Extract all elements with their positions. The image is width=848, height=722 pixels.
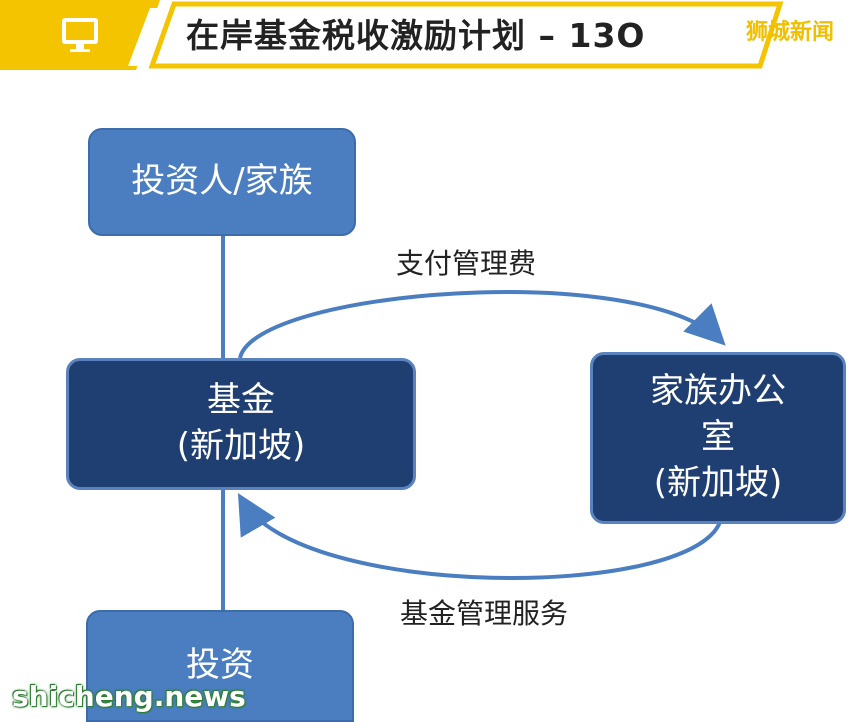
node-investment: 投资: [86, 610, 354, 722]
arrow-fee: [238, 290, 726, 359]
node-office-label-3: (新加坡): [653, 462, 783, 503]
arrow-service: [237, 493, 722, 580]
page-title: 在岸基金税收激励计划 – 13O: [186, 16, 646, 55]
monitor-icon: [62, 18, 98, 52]
banner-shape: [0, 0, 784, 70]
edge-label-service: 基金管理服务: [400, 597, 569, 630]
node-fund-label-2: (新加坡): [176, 426, 306, 466]
node-family-office: 家族办公 室 (新加坡): [590, 352, 846, 524]
title-banner: 在岸基金税收激励计划 – 13O 狮城新闻: [0, 0, 848, 76]
node-office-label-1: 家族办公: [650, 371, 786, 412]
node-fund-label-1: 基金: [207, 380, 275, 421]
node-office-label-2: 室: [701, 417, 735, 458]
node-investor: 投资人/家族: [88, 128, 356, 236]
node-investor-label: 投资人/家族: [131, 161, 313, 202]
edge-label-fee: 支付管理费: [396, 247, 537, 280]
node-fund: 基金 (新加坡): [66, 358, 416, 490]
watermark-bottom: shicheng.news: [12, 680, 246, 713]
watermark-top: 狮城新闻: [745, 20, 834, 45]
node-investment-label: 投资: [186, 645, 254, 686]
